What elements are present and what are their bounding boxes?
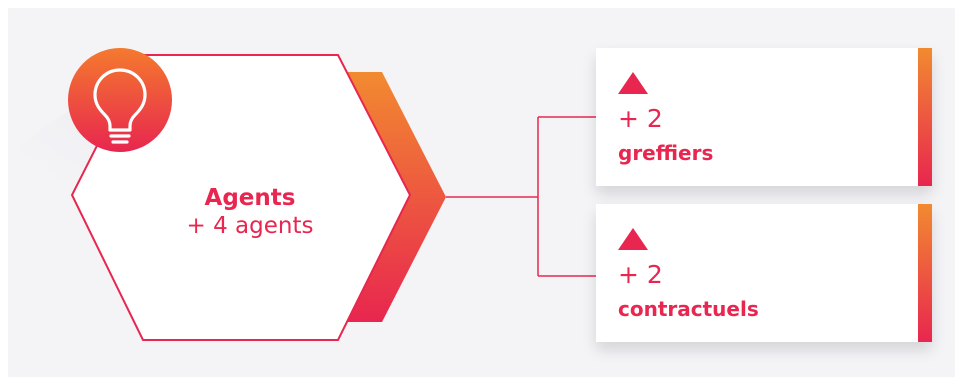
- stat-label: contractuels: [618, 297, 759, 321]
- lightbulb-badge: [68, 48, 172, 152]
- card-accent-bar: [918, 48, 932, 186]
- up-triangle-icon: [618, 72, 648, 94]
- up-triangle-icon: [618, 228, 648, 250]
- card-accent-bar: [918, 204, 932, 342]
- connector-lines: [446, 116, 596, 277]
- hexagon-label: Agents + 4 agents: [160, 184, 340, 240]
- lightbulb-icon: [93, 68, 147, 144]
- stat-label: greffiers: [618, 141, 714, 165]
- hexagon-title: Agents: [204, 185, 296, 211]
- stat-value: + 2: [618, 260, 663, 289]
- hexagon-subtitle: + 4 agents: [186, 213, 314, 239]
- stat-card-contractuels: + 2 contractuels: [596, 204, 932, 342]
- stat-card-greffiers: + 2 greffiers: [596, 48, 932, 186]
- stat-value: + 2: [618, 104, 663, 133]
